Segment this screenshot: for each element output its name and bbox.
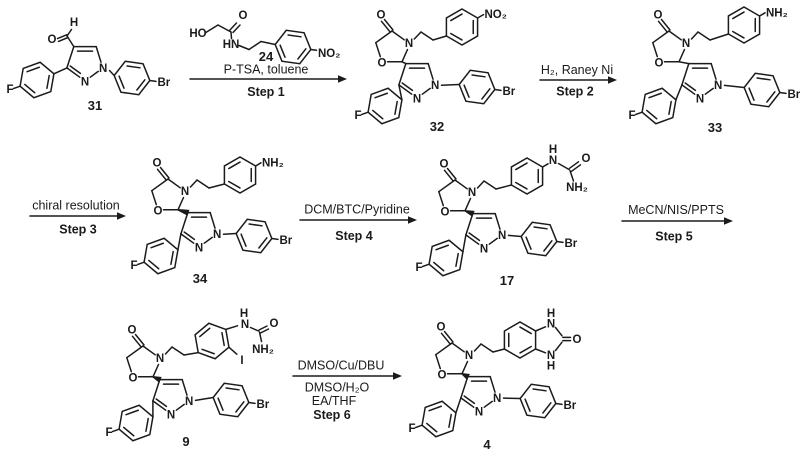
step3-label: Step 3 <box>59 223 97 237</box>
aldehyde-o-label: O <box>48 34 57 46</box>
stereo-wedge-bond <box>459 372 470 380</box>
arrow-step-5: MeCN/NIS/PPTS Step 5 <box>621 203 733 244</box>
arrowhead-icon <box>608 76 617 84</box>
structure-17: H N O NH₂ 17 <box>415 144 591 288</box>
amine-label: NH₂ <box>262 158 284 170</box>
aldehyde-h-label: H <box>70 17 78 29</box>
structure-34: NH₂ 34 <box>130 151 292 286</box>
step5-label: Step 5 <box>655 230 693 244</box>
urea-o-label: O <box>582 153 591 165</box>
step1-reagents: P-TSA, toluene <box>224 63 309 77</box>
arrow-step-6: DMSO/Cu/DBU DMSO/H₂O EA/THF Step 6 <box>292 359 402 422</box>
arrowhead-icon <box>408 216 417 224</box>
benzimidazolone-n-bottom-label: N <box>547 350 555 362</box>
structure-4: H N O N H 4 <box>408 308 582 452</box>
amide-o-label: O <box>239 10 248 22</box>
nitro-label: NO₂ <box>485 9 507 21</box>
amide-hn-label: HN <box>223 39 240 51</box>
step4-reagents: DCM/BTC/Pyridine <box>304 203 410 217</box>
compound-number-31: 31 <box>88 98 102 113</box>
compound-number-33: 33 <box>708 120 722 135</box>
benzimidazolone-o-label: O <box>573 334 582 346</box>
arrow-step-3: chiral resolution Step 3 <box>29 199 126 237</box>
benzimidazolone-h-top-label: H <box>547 308 555 320</box>
structure-31: H O 31 <box>6 17 170 113</box>
arrowhead-icon <box>724 217 733 225</box>
compound-number-34: 34 <box>193 271 208 286</box>
compound-number-4: 4 <box>483 437 491 452</box>
stereo-wedge-bond <box>177 209 190 216</box>
urea-nh2-label: NH₂ <box>252 344 274 356</box>
structure-33: NH₂ 33 <box>628 1 800 135</box>
arrow-step-4: DCM/BTC/Pyridine Step 4 <box>299 203 417 243</box>
step5-reagents: MeCN/NIS/PPTS <box>628 203 724 217</box>
step1-label: Step 1 <box>247 85 285 99</box>
step4-label: Step 4 <box>335 229 373 243</box>
structure-24: HO O HN NO₂ 24 <box>189 10 340 66</box>
urea-n-label: N <box>241 319 249 331</box>
urea-n-label: N <box>549 155 557 167</box>
step3-reagents: chiral resolution <box>32 199 120 213</box>
benzimidazolone-h-bottom-label: H <box>547 361 555 373</box>
urea-o-label: O <box>270 318 279 330</box>
step6-reagents: DMSO/Cu/DBU <box>298 359 385 373</box>
compound-number-9: 9 <box>182 434 189 449</box>
step6-label: Step 6 <box>313 408 351 422</box>
arrow-step-1: P-TSA, toluene Step 1 <box>189 63 347 99</box>
step6-reagents-line3: EA/THF <box>312 394 357 408</box>
iodine-label: I <box>240 355 243 367</box>
arrowhead-icon <box>393 372 402 380</box>
benzimidazolone-n-top-label: N <box>547 319 555 331</box>
compound-number-17: 17 <box>500 273 514 288</box>
step2-reagents: H₂, Raney Ni <box>541 63 613 77</box>
compound-number-24: 24 <box>259 49 274 64</box>
amine-label: NH₂ <box>766 8 788 20</box>
step2-label: Step 2 <box>556 85 594 99</box>
stereo-wedge-bond <box>150 375 162 383</box>
compound-number-32: 32 <box>430 119 444 134</box>
nitro-label: NO₂ <box>318 48 340 60</box>
step6-reagents-line2: DMSO/H₂O <box>305 381 370 395</box>
structure-32: NO₂ 32 <box>354 3 515 134</box>
urea-nh2-label: NH₂ <box>566 182 588 194</box>
structure-9: H N O NH₂ I 9 <box>105 308 279 449</box>
stereo-wedge-bond <box>462 209 475 217</box>
hydroxyl-label: HO <box>189 28 206 40</box>
arrowhead-icon <box>338 75 347 83</box>
urea-h-label: H <box>549 144 557 156</box>
arrowhead-icon <box>117 212 126 220</box>
urea-h-label: H <box>240 308 248 320</box>
arrow-step-2: H₂, Raney Ni Step 2 <box>539 63 617 99</box>
